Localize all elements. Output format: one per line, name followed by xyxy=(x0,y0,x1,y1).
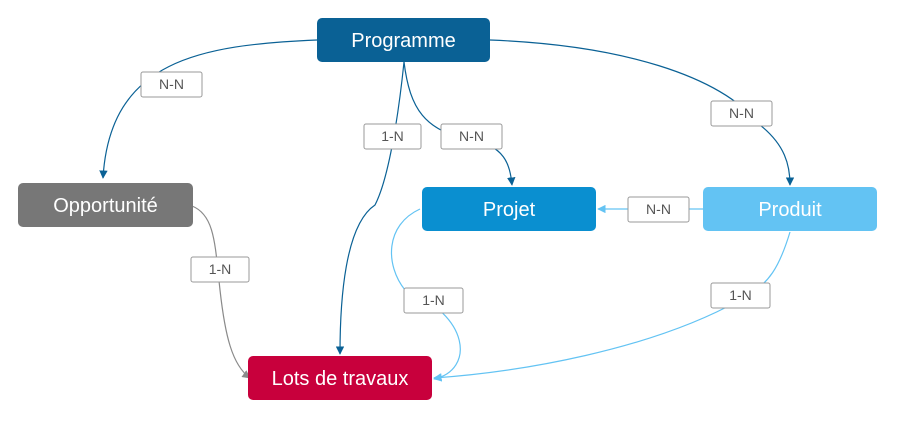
node-opportunite[interactable]: Opportunité xyxy=(18,183,193,227)
edge-label-projet-lots: 1-N xyxy=(403,287,464,314)
connector-programme-lots xyxy=(335,61,405,355)
svg-text:1-N: 1-N xyxy=(729,287,752,303)
edge-label-programme-projet: N-N xyxy=(440,123,503,150)
node-programme[interactable]: Programme xyxy=(317,18,490,62)
connector-programme-opportunite xyxy=(99,39,318,179)
svg-text:Programme: Programme xyxy=(351,30,455,52)
edge-label-opportunite-lots: 1-N xyxy=(190,256,250,283)
node-lots-de-travaux[interactable]: Lots de travaux xyxy=(248,356,432,400)
svg-text:1-N: 1-N xyxy=(209,261,232,277)
svg-text:N-N: N-N xyxy=(159,76,184,92)
edge-label-programme-lots: 1-N xyxy=(363,123,422,150)
edge-label-programme-produit: N-N xyxy=(710,100,773,127)
svg-text:Lots de travaux: Lots de travaux xyxy=(272,368,409,390)
svg-text:Opportunité: Opportunité xyxy=(53,195,158,217)
svg-text:1-N: 1-N xyxy=(422,292,445,308)
svg-text:N-N: N-N xyxy=(729,105,754,121)
edge-label-programme-opportunite: N-N xyxy=(140,71,203,98)
svg-text:N-N: N-N xyxy=(459,128,484,144)
svg-text:N-N: N-N xyxy=(646,201,671,217)
node-projet[interactable]: Projet xyxy=(422,187,596,231)
edge-label-produit-projet: N-N xyxy=(627,196,690,223)
connector-opportunite-lots xyxy=(191,205,251,379)
svg-text:Projet: Projet xyxy=(483,199,536,221)
connector-produit-lots xyxy=(433,231,791,382)
connector-programme-produit xyxy=(489,39,795,186)
edge-label-produit-lots: 1-N xyxy=(710,282,771,309)
node-produit[interactable]: Produit xyxy=(703,187,877,231)
svg-text:1-N: 1-N xyxy=(381,128,404,144)
svg-text:Produit: Produit xyxy=(758,199,822,221)
